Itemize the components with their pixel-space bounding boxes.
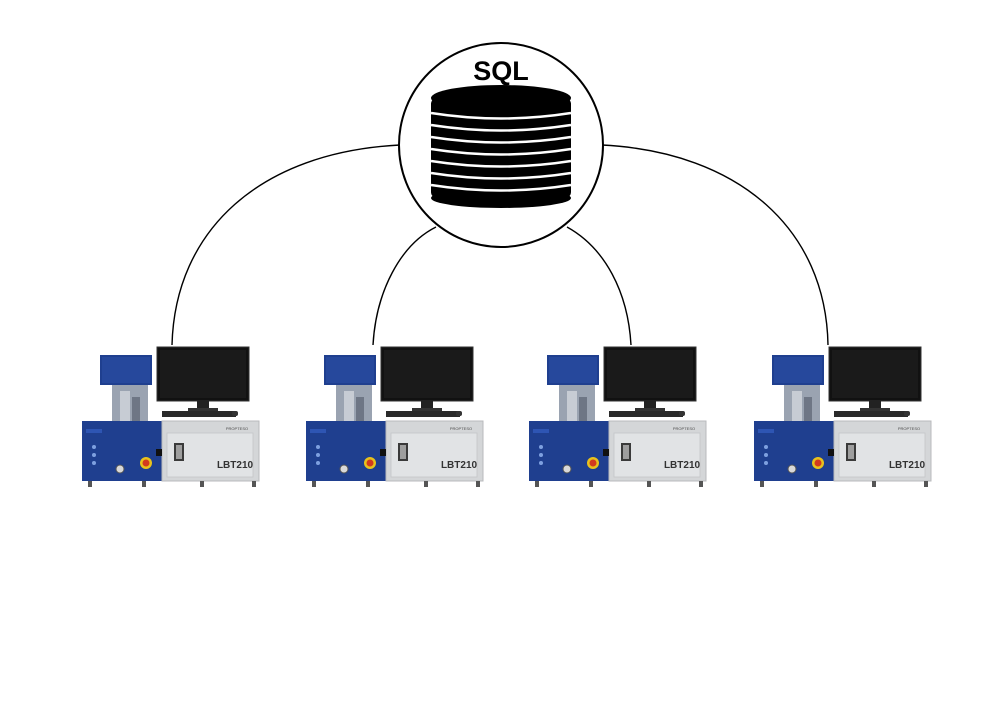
connection-line-1 xyxy=(171,144,401,346)
machine-2: PROPTESO LBT210 xyxy=(305,346,484,488)
machine-brand: PROPTESO xyxy=(226,426,248,431)
machine-model-label: LBT210 xyxy=(217,460,254,471)
machine-model-label: LBT210 xyxy=(441,460,478,471)
machine-model-label: LBT210 xyxy=(664,460,701,471)
sql-database-node: SQL xyxy=(398,42,604,248)
machine-4: PROPTESO LBT210 xyxy=(753,346,932,488)
connection-lines xyxy=(171,144,829,346)
database-stack-icon xyxy=(430,85,572,208)
machine-model-label: LBT210 xyxy=(889,460,926,471)
machine-3: PROPTESO LBT210 xyxy=(528,346,707,488)
machine-brand: PROPTESO xyxy=(673,426,695,431)
connection-line-3 xyxy=(566,226,632,346)
machine-1: PROPTESO LBT210 xyxy=(81,346,260,488)
machine-brand: PROPTESO xyxy=(898,426,920,431)
machine-brand: PROPTESO xyxy=(450,426,472,431)
connection-line-4 xyxy=(601,144,829,346)
database-label: SQL xyxy=(473,56,529,86)
connection-line-2 xyxy=(372,226,437,346)
